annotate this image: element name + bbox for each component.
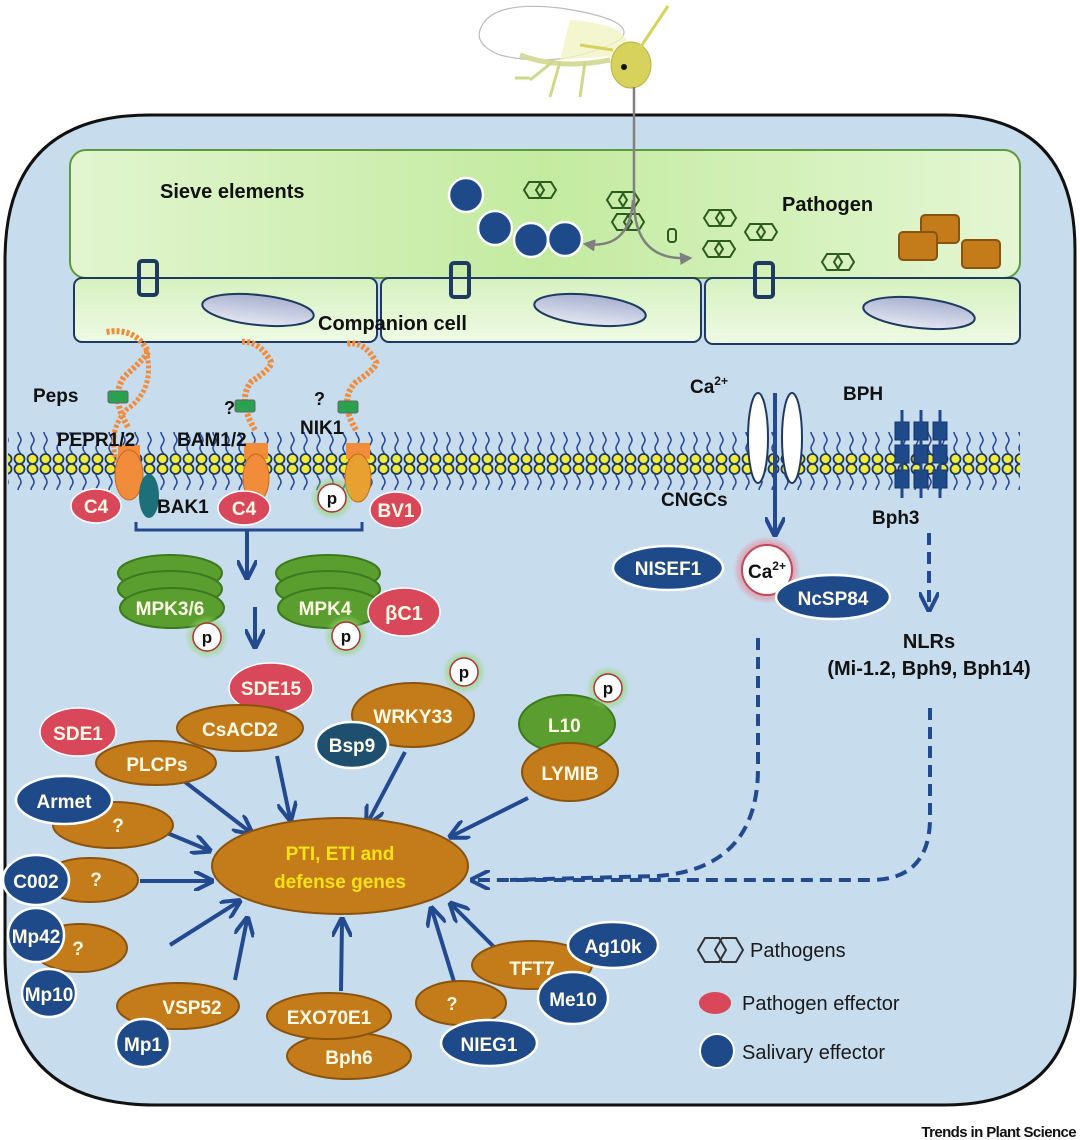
svg-text:Armet: Armet bbox=[37, 792, 93, 813]
svg-text:?: ? bbox=[72, 939, 84, 960]
whitefly-insect-icon bbox=[478, 5, 693, 265]
nisef1-effector: NISEF1 bbox=[611, 544, 725, 592]
mp42-mp10-complex: ? Mp42 Mp10 bbox=[6, 906, 128, 1019]
armet-complex: ? Armet bbox=[14, 774, 174, 849]
mpk36-kinase: MPK3/6 p bbox=[117, 554, 229, 659]
svg-text:SDE1: SDE1 bbox=[53, 724, 103, 745]
plasma-membrane bbox=[8, 432, 1020, 490]
arrow-nlrs-to-defense bbox=[474, 708, 932, 880]
svg-text:NIEG1: NIEG1 bbox=[460, 1035, 517, 1056]
svg-text:?: ? bbox=[90, 870, 102, 891]
svg-text:WRKY33: WRKY33 bbox=[373, 707, 452, 728]
c4-effector-b: C4 bbox=[217, 490, 271, 526]
vsp52-mp1-complex: VSP52 Mp1 bbox=[114, 982, 240, 1069]
svg-text:p: p bbox=[603, 679, 613, 698]
bam-unknown-ligand: ? bbox=[224, 398, 235, 418]
svg-text:βC1: βC1 bbox=[385, 603, 423, 625]
nik-unknown-ligand: ? bbox=[314, 389, 325, 409]
svg-text:NcSP84: NcSP84 bbox=[798, 589, 869, 610]
svg-text:PTI, ETI and: PTI, ETI and bbox=[286, 844, 395, 865]
tft7-complex: TFT7 Ag10k Me10 bbox=[471, 920, 660, 1026]
svg-text:C002: C002 bbox=[13, 872, 58, 893]
svg-text:p: p bbox=[341, 627, 351, 646]
svg-text:Mp42: Mp42 bbox=[12, 927, 61, 948]
nieg1-complex: ? NIEG1 bbox=[415, 980, 539, 1068]
svg-text:MPK3/6: MPK3/6 bbox=[136, 599, 205, 620]
receptors bbox=[105, 328, 380, 518]
bph-label: BPH bbox=[843, 384, 883, 405]
pepr12-label: PEPR1/2 bbox=[57, 430, 135, 451]
svg-text:C4: C4 bbox=[84, 497, 109, 518]
legend-pathogen-effector: Pathogen effector bbox=[699, 992, 900, 1015]
svg-text:Mp1: Mp1 bbox=[124, 1035, 162, 1056]
journal-credit: Trends in Plant Science bbox=[921, 1124, 1076, 1140]
sde1-plcps-complex: PLCPs SDE1 bbox=[39, 707, 217, 786]
bam12-label: BAM1/2 bbox=[177, 430, 247, 451]
arrow-ca-to-defense bbox=[509, 638, 760, 882]
nlrs-list-label: (Mi-1.2, Bph9, Bph14) bbox=[827, 658, 1030, 680]
pathogen-label: Pathogen bbox=[782, 194, 873, 216]
svg-text:Pathogen effector: Pathogen effector bbox=[742, 993, 900, 1015]
svg-text:MPK4: MPK4 bbox=[299, 599, 352, 620]
svg-text:C4: C4 bbox=[232, 499, 257, 520]
mpk4-kinase: MPK4 βC1 p bbox=[275, 554, 441, 658]
exo70e1-bph6-complex: Bph6 EXO70E1 bbox=[266, 992, 412, 1080]
svg-text:NISEF1: NISEF1 bbox=[635, 559, 702, 580]
cngc-channel bbox=[747, 392, 803, 533]
bak1-label: BAK1 bbox=[157, 497, 209, 518]
svg-text:p: p bbox=[202, 628, 212, 647]
companion-cell-label: Companion cell bbox=[318, 313, 467, 335]
svg-text:EXO70E1: EXO70E1 bbox=[287, 1008, 372, 1029]
svg-text:Ag10k: Ag10k bbox=[584, 937, 641, 958]
companion-cells bbox=[73, 259, 1021, 345]
bph3-label: Bph3 bbox=[872, 508, 920, 529]
svg-text:CsACD2: CsACD2 bbox=[202, 720, 278, 741]
legend-pathogens: Pathogens bbox=[696, 937, 846, 963]
svg-text:Mp10: Mp10 bbox=[25, 985, 74, 1006]
svg-text:TFT7: TFT7 bbox=[509, 959, 554, 980]
arrows-to-defense bbox=[140, 751, 529, 992]
legend: Pathogens Pathogen effector Salivary eff… bbox=[696, 937, 900, 1069]
bph3-receptor bbox=[894, 410, 948, 498]
salivary-effector-dots bbox=[447, 176, 584, 259]
svg-text:Ca2+: Ca2+ bbox=[748, 559, 786, 583]
c4-effector-a: C4 bbox=[70, 488, 122, 524]
svg-text:PLCPs: PLCPs bbox=[126, 755, 187, 776]
svg-text:?: ? bbox=[447, 994, 458, 1014]
svg-text:p: p bbox=[459, 663, 469, 682]
c002-complex: ? C002 bbox=[1, 853, 139, 907]
wrky33-bsp9-complex: WRKY33 Bsp9 p bbox=[314, 650, 486, 770]
svg-text:SDE15: SDE15 bbox=[241, 679, 302, 700]
l10-lymib-complex: L10 LYMIB p bbox=[518, 666, 630, 802]
svg-text:BV1: BV1 bbox=[378, 501, 415, 522]
cngcs-label: CNGCs bbox=[661, 490, 728, 511]
svg-text:Bph6: Bph6 bbox=[325, 1048, 373, 1069]
svg-text:L10: L10 bbox=[548, 716, 581, 737]
ncsp84-effector: NcSP84 bbox=[774, 573, 892, 621]
peps-label: Peps bbox=[33, 386, 78, 407]
svg-text:Salivary effector: Salivary effector bbox=[742, 1042, 885, 1064]
sieve-elements-label: Sieve elements bbox=[160, 181, 305, 203]
svg-text:Me10: Me10 bbox=[549, 990, 597, 1011]
svg-text:Pathogens: Pathogens bbox=[750, 940, 846, 962]
nik1-label: NIK1 bbox=[300, 418, 344, 439]
svg-text:Bsp9: Bsp9 bbox=[329, 736, 375, 757]
svg-text:p: p bbox=[327, 489, 337, 508]
nlrs-label: NLRs bbox=[903, 631, 955, 653]
svg-text:VSP52: VSP52 bbox=[162, 998, 221, 1019]
ca-outside-label: Ca2+ bbox=[690, 374, 728, 398]
svg-text:defense genes: defense genes bbox=[274, 872, 406, 893]
sde15-csacd2-complex: SDE15 CsACD2 bbox=[176, 662, 314, 752]
pathogen-particles bbox=[522, 181, 856, 271]
legend-salivary-effector: Salivary effector bbox=[699, 1033, 885, 1069]
sieve-element bbox=[69, 149, 1021, 279]
svg-text:LYMIB: LYMIB bbox=[541, 764, 598, 785]
bv1-effector: BV1 bbox=[369, 491, 423, 529]
nik1-phospho: p bbox=[310, 476, 354, 520]
svg-text:?: ? bbox=[112, 816, 124, 837]
pathogen-blocks bbox=[898, 214, 1001, 269]
defense-genes-node: PTI, ETI and defense genes bbox=[211, 817, 469, 915]
